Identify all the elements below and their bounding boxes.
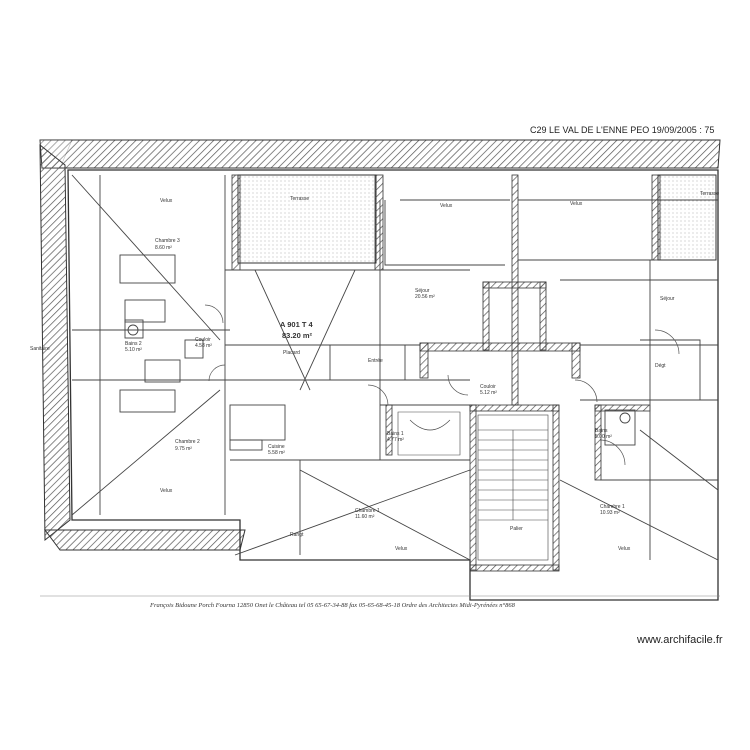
sejour-area: 20.56 m² — [415, 294, 435, 300]
staircase — [397, 411, 549, 561]
rangt-label: Rangt — [290, 532, 304, 538]
couloir2-label: Couloir — [480, 384, 496, 390]
chambre2-label: Chambre 2 — [175, 439, 200, 445]
sejour-label: Séjour — [415, 288, 430, 294]
structural-walls — [385, 174, 651, 572]
velux-label-1: Velux — [160, 198, 173, 204]
chambre2-area: 9.75 m² — [175, 446, 192, 452]
roof-eave-bottom-left — [44, 529, 246, 551]
bains-right-label: Bains — [595, 428, 608, 434]
sanitaire-label: Sanitaire — [30, 346, 50, 352]
plan-labels: Terrasse Terrasse Velux Velux Velux Velu… — [30, 191, 719, 552]
velux-label-3: Velux — [570, 201, 583, 207]
velux-label-6: Velux — [160, 488, 173, 494]
velux-label-5: Velux — [618, 546, 631, 552]
architect-footer: François Bidoune Porch Fourna 12850 Onet… — [150, 602, 515, 609]
cuisine-area: 5.58 m² — [268, 450, 285, 456]
bains1-label: Bains 1 — [387, 431, 404, 437]
right-wing-walls — [384, 199, 719, 561]
couloir-label: Couloir — [195, 337, 211, 343]
degt-label: Dégt — [655, 363, 666, 369]
terrasse-left-label: Terrasse — [290, 196, 309, 202]
placard-label: Placard — [283, 350, 300, 356]
chambre3-area: 8.60 m² — [155, 245, 172, 251]
center-walls — [225, 200, 471, 561]
couloir-area: 4.58 m² — [195, 343, 212, 349]
chambre1-mid-label: Chambre 1 — [355, 508, 380, 514]
terrace-left — [231, 174, 384, 271]
velux-label-2: Velux — [440, 203, 453, 209]
bains2-area: 5.10 m² — [125, 347, 142, 353]
bains2-label: Bains 2 — [125, 341, 142, 347]
chambre1-right-area: 10.93 m² — [600, 510, 620, 516]
apartment-area: 83.20 m² — [282, 331, 313, 340]
velux-label-4: Velux — [395, 546, 408, 552]
terrace-right — [651, 174, 717, 261]
chambre1-mid-area: 11.60 m² — [355, 514, 375, 520]
palier-label: Palier — [510, 526, 523, 532]
roof-eave-top — [39, 139, 721, 169]
apartment-code: A 901 T 4 — [280, 320, 313, 329]
sejour-right-label: Séjour — [660, 296, 675, 302]
entree-label: Entrée — [368, 358, 383, 364]
watermark-credit: www.archifacile.fr — [637, 634, 723, 646]
chambre3-label: Chambre 3 — [155, 238, 180, 244]
roof-eave-left — [39, 143, 71, 542]
chambre1-right-label: Chambre 1 — [600, 504, 625, 510]
plan-header: C29 LE VAL DE L'ENNE PEO 19/09/2005 : 75 — [530, 125, 715, 135]
couloir2-area: 5.12 m² — [480, 390, 497, 396]
door-swings — [204, 304, 680, 466]
bains-right-area: 5.00 m² — [595, 434, 612, 440]
bains1-area: 4.77 m² — [387, 437, 404, 443]
terrasse-right-label: Terrasse — [700, 191, 719, 197]
cuisine-label: Cuisine — [268, 444, 285, 450]
